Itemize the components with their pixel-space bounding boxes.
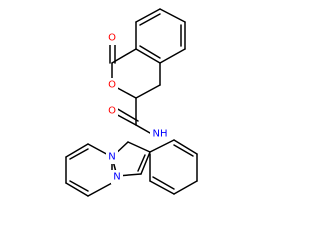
atom-label-nitrogen: N [108, 152, 115, 163]
structure-svg: O O O NH N N [65, 8, 198, 197]
atom-label-oxygen: O [108, 106, 116, 117]
atom-label-oxygen: O [108, 80, 116, 91]
molecule-diagram: O O O NH N N [65, 8, 198, 197]
atom-label-nh: NH [153, 129, 168, 140]
imidazopyridine-system [65, 141, 151, 197]
atom-label-oxygen: O [108, 33, 116, 44]
lactone-ring [109, 41, 161, 99]
benzene-ring-top [135, 8, 186, 64]
atom-label-nitrogen: N [113, 172, 120, 183]
phenyl-ring [149, 139, 198, 195]
atom-labels: O O O NH N N [106, 31, 170, 184]
